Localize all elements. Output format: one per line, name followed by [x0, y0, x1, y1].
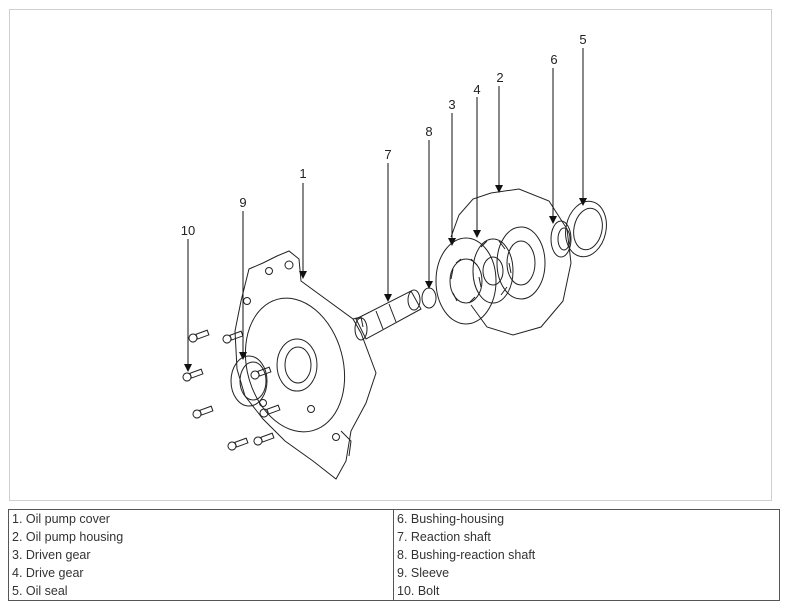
callout-4: 4: [473, 82, 480, 97]
callout-9: 9: [239, 195, 246, 210]
reaction-shaft: [354, 289, 422, 341]
bolt: [259, 404, 281, 418]
bolt: [192, 405, 214, 419]
bolt: [188, 329, 210, 343]
legend-cell: 3. Driven gear: [8, 546, 394, 564]
oil-pump-cover: [234, 250, 377, 480]
bolt: [222, 330, 244, 344]
leader-lines: [184, 48, 587, 372]
legend-cell: 7. Reaction shaft: [393, 528, 780, 546]
callout-6: 6: [550, 52, 557, 67]
bolts: [182, 329, 281, 451]
oil-seal: [565, 200, 607, 258]
diagram-frame: 1 2 3 4 5 6 7 8 9 10: [9, 9, 772, 501]
bolt: [253, 432, 275, 446]
table-row: 1. Oil pump cover 6. Bushing-housing: [8, 509, 780, 528]
legend-cell: 1. Oil pump cover: [8, 509, 394, 528]
legend-cell: 5. Oil seal: [8, 582, 394, 601]
table-row: 3. Driven gear 8. Bushing-reaction shaft: [8, 546, 780, 564]
callout-5: 5: [579, 32, 586, 47]
exploded-view-diagram: 1 2 3 4 5 6 7 8 9 10: [181, 32, 607, 480]
table-row: 5. Oil seal 10. Bolt: [8, 582, 780, 601]
bushing-reaction-shaft: [421, 287, 437, 309]
drive-gear: [472, 238, 514, 304]
sleeve: [230, 355, 268, 407]
callout-10: 10: [181, 223, 195, 238]
callout-3: 3: [448, 97, 455, 112]
callout-7: 7: [384, 147, 391, 162]
parts-legend-table: 1. Oil pump cover 6. Bushing-housing 2. …: [8, 509, 780, 601]
bolt: [227, 437, 249, 451]
table-row: 4. Drive gear 9. Sleeve: [8, 564, 780, 582]
oil-pump-housing: [450, 188, 572, 336]
bushing-housing: [550, 220, 572, 258]
driven-gear: [435, 237, 497, 325]
legend-cell: 6. Bushing-housing: [393, 509, 780, 528]
bolt: [250, 366, 272, 380]
table-row: 2. Oil pump housing 7. Reaction shaft: [8, 528, 780, 546]
legend-cell: 10. Bolt: [393, 582, 780, 601]
legend-cell: 4. Drive gear: [8, 564, 394, 582]
legend-cell: 8. Bushing-reaction shaft: [393, 546, 780, 564]
callout-2: 2: [496, 70, 503, 85]
callout-1: 1: [299, 166, 306, 181]
bolt: [182, 368, 204, 382]
callout-8: 8: [425, 124, 432, 139]
legend-cell: 2. Oil pump housing: [8, 528, 394, 546]
legend-cell: 9. Sleeve: [393, 564, 780, 582]
